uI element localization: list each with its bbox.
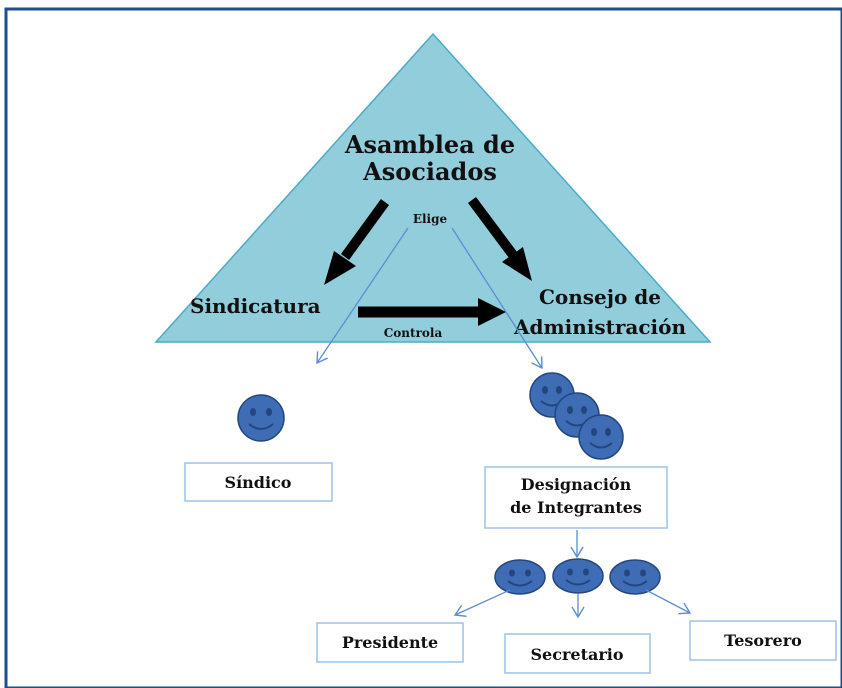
elige-arrow-right xyxy=(467,197,532,281)
elige-thin-arrow-left xyxy=(316,227,409,365)
consejo-group-icon xyxy=(529,372,624,460)
sindico-box xyxy=(184,462,333,502)
elige-thin-arrow-right xyxy=(451,227,543,370)
controla-label: Controla xyxy=(384,326,443,340)
asamblea-title-line2: Asociados xyxy=(362,157,497,186)
sindico-person-icon xyxy=(237,394,285,442)
consejo-label-line2: Administración xyxy=(513,315,687,339)
asamblea-title-line1: Asamblea de xyxy=(344,130,515,159)
designacion-label-line1: Designación xyxy=(521,475,632,494)
governance-triangle xyxy=(154,32,712,343)
controla-arrow xyxy=(358,298,506,326)
designacion-box xyxy=(484,466,668,529)
sindicatura-label: Sindicatura xyxy=(190,294,321,318)
elige-arrow-left xyxy=(324,199,390,285)
secretario-box xyxy=(504,633,651,674)
sindico-label: Síndico xyxy=(225,473,292,492)
presidente-arrow xyxy=(453,589,511,618)
tesorero-arrow xyxy=(645,589,692,615)
secretario-label: Secretario xyxy=(530,645,623,664)
elige-label: Elige xyxy=(413,212,448,226)
designacion-label-line2: de Integrantes xyxy=(510,498,642,517)
tesorero-box xyxy=(689,620,837,661)
member-icons xyxy=(494,558,661,595)
tesorero-label: Tesorero xyxy=(724,631,802,650)
consejo-label-line1: Consejo de xyxy=(539,285,661,309)
presidente-box xyxy=(316,622,464,663)
presidente-label: Presidente xyxy=(342,633,438,652)
